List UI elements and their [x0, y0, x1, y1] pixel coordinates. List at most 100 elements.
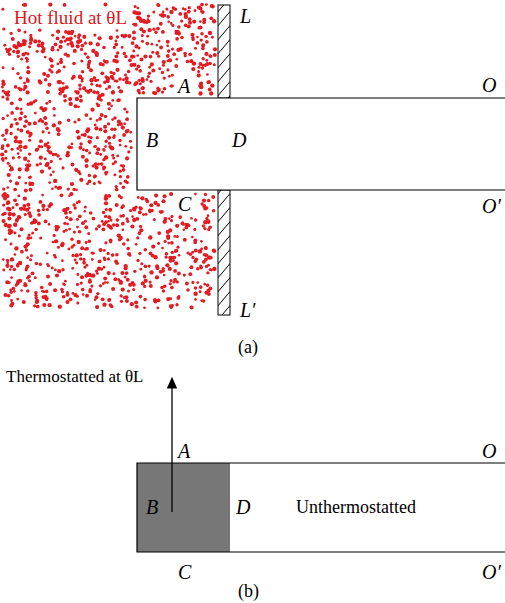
- fluid-particle: [190, 217, 193, 220]
- fluid-particle: [2, 269, 5, 272]
- fluid-particle: [202, 199, 206, 203]
- fluid-particle: [110, 105, 113, 108]
- fluid-particle: [170, 241, 174, 245]
- fluid-particle: [7, 217, 11, 221]
- fluid-particle: [35, 148, 39, 152]
- fluid-particle: [67, 43, 70, 46]
- fluid-particle: [96, 272, 99, 275]
- fluid-particle: [78, 74, 82, 78]
- fluid-particle: [177, 25, 180, 28]
- fluid-particle: [52, 107, 55, 110]
- fluid-particle: [132, 23, 135, 26]
- fluid-particle: [5, 280, 9, 284]
- rod: [137, 98, 505, 190]
- fluid-particle: [193, 228, 196, 231]
- fluid-particle: [199, 264, 202, 267]
- fluid-particle: [193, 259, 197, 263]
- fluid-particle: [62, 82, 65, 85]
- fluid-particle: [48, 68, 51, 71]
- fluid-particle: [99, 153, 102, 156]
- fluid-particle: [82, 261, 86, 265]
- fluid-particle: [10, 101, 14, 105]
- fluid-particle: [122, 133, 126, 137]
- fluid-particle: [98, 36, 102, 40]
- fluid-particle: [42, 208, 45, 211]
- fluid-particle: [64, 39, 67, 42]
- fluid-particle: [168, 267, 172, 271]
- fluid-particle: [163, 274, 166, 277]
- fluid-particle: [58, 121, 62, 125]
- fluid-particle: [188, 17, 192, 21]
- fluid-particle: [118, 194, 121, 197]
- fluid-particle: [208, 31, 212, 35]
- fluid-particle: [9, 132, 12, 135]
- fluid-particle: [113, 173, 116, 176]
- fluid-particle: [73, 49, 77, 53]
- fluid-particle: [172, 280, 175, 283]
- fluid-particle: [141, 34, 144, 37]
- fluid-particle: [84, 206, 87, 209]
- fluid-particle: [13, 198, 17, 202]
- fluid-particle: [133, 206, 137, 210]
- fluid-particle: [58, 45, 62, 49]
- fluid-particle: [96, 104, 100, 108]
- fluid-particle: [6, 207, 10, 211]
- fluid-particle: [61, 259, 64, 262]
- fluid-particle: [166, 40, 170, 44]
- fluid-particle: [84, 274, 88, 278]
- fluid-particle: [10, 32, 13, 35]
- fluid-particle: [92, 90, 96, 94]
- fluid-particle: [36, 50, 39, 53]
- fluid-particle: [108, 298, 111, 301]
- fluid-particle: [197, 73, 201, 77]
- fluid-particle: [124, 276, 127, 279]
- fluid-particle: [171, 74, 174, 77]
- fluid-particle: [115, 223, 118, 226]
- fluid-particle: [111, 99, 114, 102]
- fluid-particle: [147, 264, 150, 267]
- fluid-particle: [164, 240, 167, 243]
- fluid-particle: [106, 281, 109, 284]
- fluid-particle: [175, 37, 179, 41]
- fluid-particle: [170, 286, 174, 290]
- fluid-particle: [81, 155, 85, 159]
- fluid-particle: [125, 299, 129, 303]
- fluid-particle: [143, 306, 146, 309]
- fluid-particle: [186, 60, 190, 64]
- fluid-particle: [87, 66, 90, 69]
- fluid-particle: [173, 235, 176, 238]
- fluid-particle: [23, 146, 26, 149]
- fluid-particle: [74, 206, 77, 209]
- fluid-particle: [183, 238, 187, 242]
- fluid-particle: [70, 237, 73, 240]
- fluid-particle: [108, 142, 111, 145]
- fluid-particle: [127, 34, 131, 38]
- fluid-particle: [64, 280, 67, 283]
- fluid-particle: [142, 91, 145, 94]
- fluid-particle: [36, 163, 39, 166]
- fluid-particle: [182, 228, 185, 231]
- fluid-particle: [141, 281, 145, 285]
- fluid-particle: [23, 125, 27, 129]
- fluid-particle: [26, 58, 29, 61]
- fluid-particle: [158, 40, 161, 43]
- fluid-particle: [183, 52, 187, 56]
- fluid-particle: [119, 89, 123, 93]
- fluid-particle: [29, 175, 32, 178]
- fluid-particle: [134, 81, 138, 85]
- fluid-particle: [48, 181, 51, 184]
- fluid-particle: [26, 265, 30, 269]
- fluid-particle: [20, 111, 24, 115]
- fluid-particle: [54, 240, 58, 244]
- wall: [218, 5, 230, 98]
- fluid-particle: [69, 36, 73, 40]
- fluid-particle: [41, 120, 44, 123]
- fluid-particle: [129, 63, 133, 67]
- fluid-particle: [185, 223, 189, 227]
- fluid-particle: [30, 254, 33, 257]
- fluid-particle: [15, 203, 19, 207]
- fluid-particle: [116, 29, 119, 32]
- fluid-particle: [40, 286, 44, 290]
- fluid-particle: [202, 204, 206, 208]
- fluid-particle: [209, 55, 212, 58]
